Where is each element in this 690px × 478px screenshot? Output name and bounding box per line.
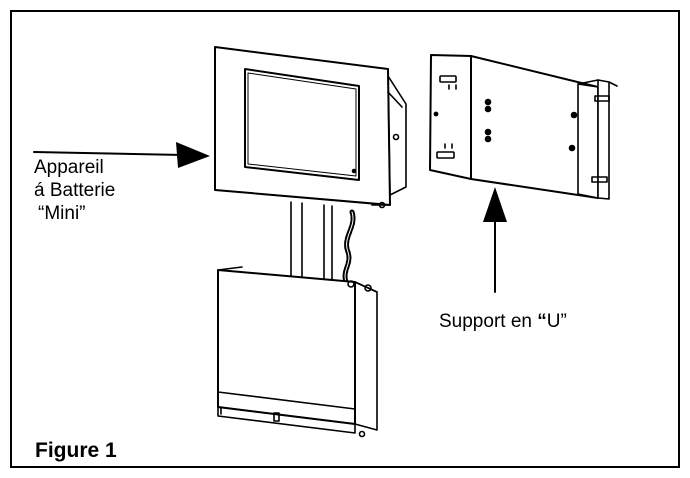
battery-unit-drawing — [214, 46, 407, 438]
pointer-arrow-support — [483, 187, 507, 293]
device-label: Appareil á Batterie “Mini” — [34, 156, 115, 225]
figure-illustration — [33, 46, 618, 438]
figure-frame: Appareil á Batterie “Mini” Support en “U… — [10, 10, 680, 468]
figure-caption: Figure 1 — [35, 439, 117, 462]
support-label-quote: “ — [537, 311, 547, 332]
u-bracket-drawing — [429, 54, 618, 200]
device-label-line2: á Batterie — [34, 180, 116, 201]
support-label-rest: U” — [546, 311, 567, 332]
pointer-arrow — [33, 142, 210, 168]
device-label-line1: Appareil — [34, 157, 104, 178]
support-label-text: Support en — [439, 311, 538, 332]
device-label-line3: “Mini” — [38, 203, 86, 224]
support-label: Support en “U” — [439, 310, 567, 333]
